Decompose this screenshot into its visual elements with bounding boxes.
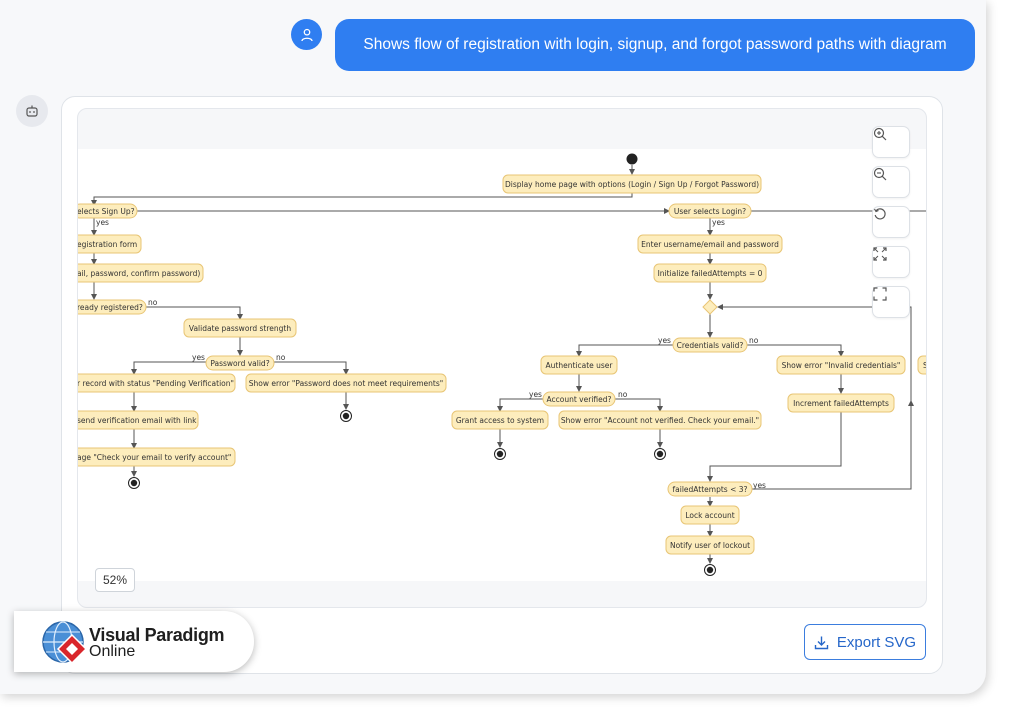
decision-already-registered[interactable]: ready registered?	[78, 299, 147, 315]
branch-label-yes: yes	[192, 353, 205, 362]
zoom-out-button[interactable]	[872, 166, 910, 198]
decision-password-valid[interactable]: Password valid?	[205, 355, 275, 371]
branch-label-yes: yes	[712, 218, 725, 227]
decision-credentials-valid[interactable]: Credentials valid?	[672, 337, 748, 353]
svg-text:Notify user of lockout: Notify user of lockout	[670, 541, 750, 550]
branch-label-yes: yes	[529, 390, 542, 399]
svg-text:Enter username/email and passw: Enter username/email and password	[641, 240, 779, 249]
end-node	[128, 477, 140, 489]
bot-avatar	[16, 95, 48, 127]
robot-icon	[26, 105, 38, 117]
svg-text:Increment failedAttempts: Increment failedAttempts	[793, 399, 889, 408]
zoom-out-icon	[873, 167, 887, 181]
action-show-error-password[interactable]: Show error "Password does not meet requi…	[245, 373, 447, 393]
svg-text:failedAttempts < 3?: failedAttempts < 3?	[673, 485, 748, 494]
action-email-password[interactable]: ail, password, confirm password)	[78, 263, 204, 283]
svg-text:ready registered?: ready registered?	[78, 303, 143, 312]
end-node	[340, 410, 352, 422]
svg-text:User selects Login?: User selects Login?	[674, 207, 746, 216]
zoom-in-button[interactable]	[872, 126, 910, 158]
branch-label-no: no	[148, 298, 158, 307]
start-node	[626, 153, 638, 165]
svg-text:Password valid?: Password valid?	[210, 359, 269, 368]
export-svg-button[interactable]: Export SVG	[804, 624, 926, 660]
user-message-text: Shows flow of registration with login, s…	[363, 36, 947, 53]
action-registration-form[interactable]: egistration form	[78, 234, 142, 254]
svg-text:Grant access to system: Grant access to system	[456, 416, 544, 425]
user-avatar	[291, 19, 322, 50]
action-validate-password[interactable]: Validate password strength	[183, 318, 297, 338]
user-icon	[300, 28, 313, 41]
brand-name: Visual Paradigm	[89, 625, 225, 645]
action-display-home[interactable]: Display home page with options (Login / …	[502, 174, 762, 194]
zoom-level-indicator: 52%	[95, 568, 135, 592]
branch-label-yes: yes	[658, 336, 671, 345]
user-message-bubble: Shows flow of registration with login, s…	[335, 19, 975, 71]
svg-text:Show error "Invalid credential: Show error "Invalid credentials"	[782, 361, 901, 370]
merge-node	[702, 299, 718, 315]
reset-icon	[873, 208, 886, 220]
fullscreen-icon	[873, 287, 887, 301]
zoom-level-text: 52%	[102, 573, 128, 587]
reset-view-button[interactable]	[872, 206, 910, 238]
branch-label-no: no	[618, 390, 628, 399]
fit-to-screen-icon	[873, 247, 887, 261]
activity-diagram[interactable]: Display home page with options (Login / …	[78, 109, 926, 607]
svg-text:age "Check your email to verif: age "Check your email to verify account"	[78, 453, 231, 462]
action-increment-failed[interactable]: Increment failedAttempts	[787, 393, 895, 413]
svg-text:Authenticate user: Authenticate user	[546, 361, 614, 370]
branch-label-no: no	[749, 336, 759, 345]
action-send-verification-email[interactable]: send verification email with link	[78, 410, 199, 430]
fit-view-button[interactable]	[872, 246, 910, 278]
visual-paradigm-logo	[42, 621, 88, 665]
action-enter-credentials[interactable]: Enter username/email and password	[637, 234, 783, 254]
decision-selects-login[interactable]: User selects Login?	[668, 203, 752, 219]
end-node	[704, 564, 716, 576]
svg-text:Initialize failedAttempts = 0: Initialize failedAttempts = 0	[658, 269, 763, 278]
svg-text:Show error "Account not verifi: Show error "Account not verified. Check …	[561, 416, 759, 425]
decision-selects-signup[interactable]: elects Sign Up?	[78, 203, 138, 219]
svg-text:r record with status "Pending: r record with status "Pending Verificati…	[78, 379, 234, 388]
decision-account-verified[interactable]: Account verified?	[542, 391, 616, 407]
branch-label-yes: yes	[96, 218, 109, 227]
svg-text:Validate password strength: Validate password strength	[189, 324, 291, 333]
brand-sub: Online	[89, 643, 136, 660]
svg-text:Display home page with options: Display home page with options (Login / …	[505, 180, 759, 189]
action-notify-lockout[interactable]: Notify user of lockout	[665, 535, 755, 555]
action-init-failed-attempts[interactable]: Initialize failedAttempts = 0	[653, 263, 767, 283]
svg-text:Account verified?: Account verified?	[547, 395, 612, 404]
branch-label-yes: yes	[753, 481, 766, 490]
decision-failed-lt-3[interactable]: failedAttempts < 3?	[667, 481, 753, 497]
svg-text:send verification email with l: send verification email with link	[78, 416, 197, 425]
svg-text:ail, password, confirm passwor: ail, password, confirm password)	[78, 269, 200, 278]
action-cut-off[interactable]: S	[917, 355, 926, 375]
zoom-in-icon	[873, 127, 887, 141]
end-node	[494, 448, 506, 460]
svg-text:Show error "Password does not: Show error "Password does not meet requi…	[249, 379, 443, 388]
action-show-not-verified[interactable]: Show error "Account not verified. Check …	[558, 410, 762, 430]
action-check-email-message[interactable]: age "Check your email to verify account"	[78, 447, 236, 467]
diagram-canvas[interactable]: Display home page with options (Login / …	[77, 108, 927, 608]
fullscreen-button[interactable]	[872, 286, 910, 318]
svg-text:Lock account: Lock account	[685, 511, 734, 520]
action-create-record[interactable]: r record with status "Pending Verificati…	[78, 373, 236, 393]
export-svg-label: Export SVG	[836, 633, 917, 651]
action-lock-account[interactable]: Lock account	[680, 505, 740, 525]
svg-text:egistration form: egistration form	[78, 240, 137, 249]
app-frame: Shows flow of registration with login, s…	[16, 19, 975, 674]
svg-text:elects Sign Up?: elects Sign Up?	[78, 207, 135, 216]
action-authenticate-user[interactable]: Authenticate user	[540, 355, 618, 375]
branch-label-no: no	[276, 353, 286, 362]
end-node	[654, 448, 666, 460]
action-grant-access[interactable]: Grant access to system	[451, 410, 549, 430]
svg-text:S: S	[923, 361, 926, 370]
svg-text:Credentials valid?: Credentials valid?	[677, 341, 744, 350]
download-icon	[814, 636, 829, 649]
action-show-invalid-credentials[interactable]: Show error "Invalid credentials"	[776, 355, 906, 375]
